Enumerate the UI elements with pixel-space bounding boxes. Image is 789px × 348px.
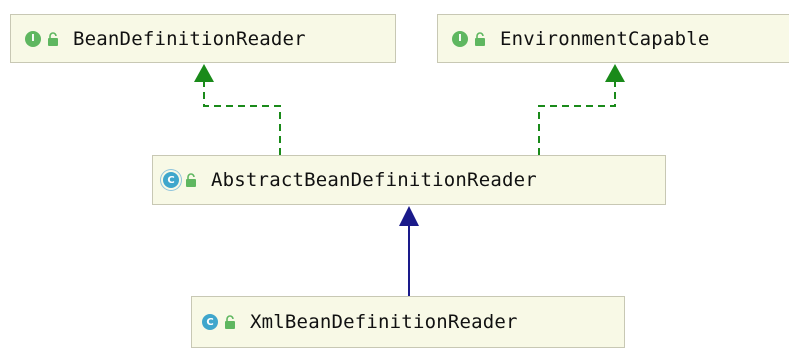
node-abstract-bean-definition-reader[interactable]: C AbstractBeanDefinitionReader: [152, 155, 666, 205]
unlocked-icon: [225, 315, 235, 329]
unlocked-icon: [186, 173, 196, 187]
unlocked-icon: [475, 31, 485, 46]
node-label: BeanDefinitionReader: [73, 27, 306, 50]
node-label: AbstractBeanDefinitionReader: [211, 169, 537, 191]
node-environment-capable[interactable]: I EnvironmentCapable: [437, 14, 789, 63]
edge-xml-extends-abstract: [399, 206, 419, 296]
node-label: XmlBeanDefinitionReader: [250, 311, 518, 333]
node-bean-definition-reader[interactable]: I BeanDefinitionReader: [10, 14, 396, 63]
node-xml-bean-definition-reader[interactable]: C XmlBeanDefinitionReader: [191, 296, 625, 348]
arrowhead-implements: [194, 64, 214, 82]
class-icon: C: [202, 314, 218, 330]
arrowhead-extends: [399, 206, 419, 226]
edge-abstract-implements-bean-definition-reader: [194, 64, 281, 155]
abstract-class-icon: C: [163, 172, 179, 188]
node-label: EnvironmentCapable: [500, 27, 710, 50]
unlocked-icon: [48, 31, 58, 46]
edge-abstract-implements-environment-capable: [538, 64, 625, 155]
interface-icon: I: [452, 30, 468, 47]
interface-icon: I: [25, 30, 41, 47]
arrowhead-implements: [605, 64, 625, 82]
